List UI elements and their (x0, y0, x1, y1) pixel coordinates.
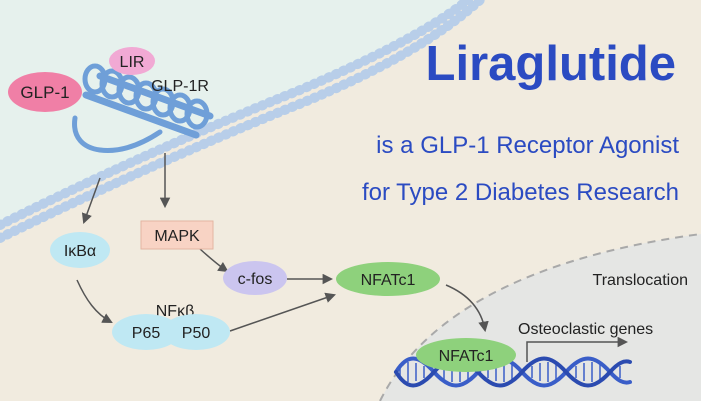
p50-label: P50 (182, 325, 211, 342)
title-line3: for Type 2 Diabetes Research (362, 179, 679, 206)
arrow-osteoclastic-genes (526, 336, 629, 362)
arrow-ikba-to-nfkb (76, 279, 113, 323)
cell-membrane-outer (0, 0, 473, 230)
osteoclastic-genes-label: Osteoclastic genes (518, 321, 653, 338)
mapk-label: MAPK (154, 228, 200, 245)
cell-membrane-inner (0, 0, 485, 243)
glp1-ligand: GLP-1 (8, 72, 82, 112)
cfos-node: c-fos (223, 261, 287, 295)
nfkb-complex: P65 P50 (112, 314, 230, 350)
lir-label: LIR (120, 54, 145, 71)
cfos-label: c-fos (238, 271, 273, 288)
arrow-mapk-to-cfos (199, 248, 229, 273)
p65-label: P65 (132, 325, 161, 342)
glp1r-receptor (72, 63, 214, 153)
translocation-label: Translocation (593, 272, 688, 289)
glp1-label: GLP-1 (20, 83, 69, 102)
dna-helix (394, 356, 632, 388)
nfatc1-cytoplasm-node: NFATc1 (336, 262, 440, 296)
ikba-node: IκBα (50, 232, 110, 268)
nfatc1-nucleus-label: NFATc1 (439, 348, 494, 365)
arrow-receptor-to-ikba (81, 177, 101, 224)
ikba-label: IκBα (64, 243, 96, 260)
glp1r-label: GLP-1R (151, 78, 209, 95)
lir-ligand: LIR (109, 47, 155, 75)
title-line2: is a GLP-1 Receptor Agonist (376, 132, 679, 159)
arrow-translocation (445, 284, 489, 333)
nfatc1-cytoplasm-label: NFATc1 (361, 272, 416, 289)
mapk-node: MAPK (140, 220, 214, 250)
nfatc1-nucleus-node: NFATc1 (416, 338, 516, 372)
title-main: Liraglutide (426, 37, 676, 91)
arrow-nfkb-to-nfatc1 (229, 292, 336, 332)
